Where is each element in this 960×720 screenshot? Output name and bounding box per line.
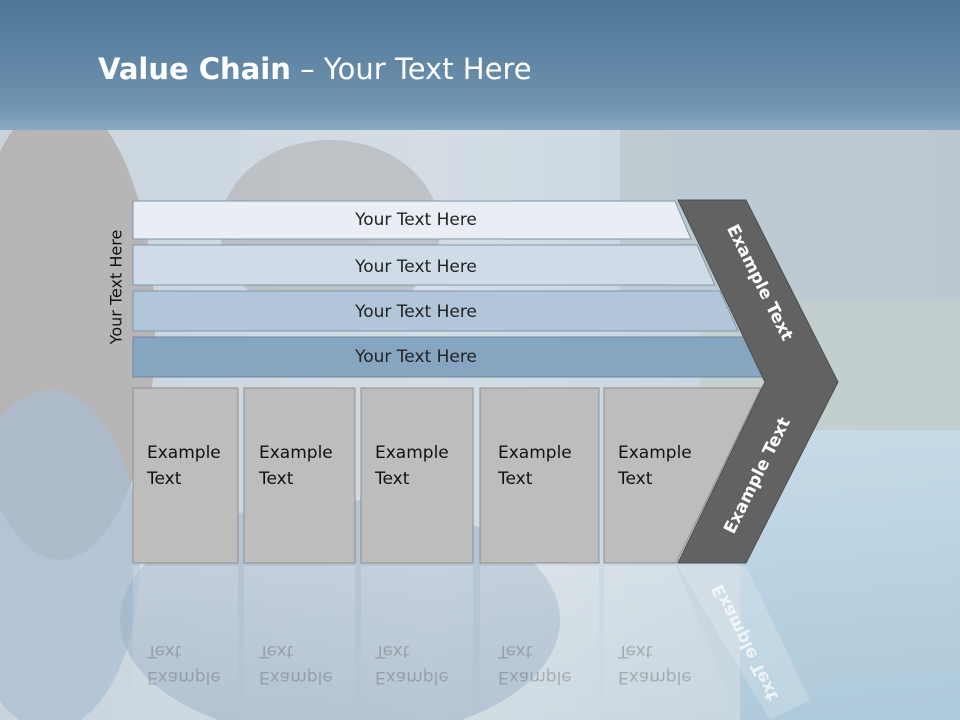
primary-box-line2: Text: [617, 469, 653, 489]
reflection-box: [480, 566, 599, 720]
support-bar-shape: [132, 200, 692, 240]
support-bar[interactable]: Your Text Here: [132, 200, 692, 240]
reflection-text: Example: [259, 667, 333, 687]
reflection-text: Text: [617, 641, 653, 661]
support-bar-label: Your Text Here: [354, 347, 477, 367]
primary-box-shape: [243, 387, 356, 564]
title-bar: [0, 0, 960, 130]
support-bar[interactable]: Your Text Here: [132, 244, 716, 286]
reflection: [133, 566, 810, 720]
reflection-chevron: [678, 566, 810, 720]
primary-box[interactable]: Example Text: [479, 387, 600, 564]
support-bar[interactable]: Your Text Here: [132, 290, 739, 332]
reflection-text: Example: [147, 667, 221, 687]
primary-box[interactable]: Example Text: [603, 387, 762, 564]
primary-box-shape: [603, 387, 762, 564]
primary-box[interactable]: Example Text: [132, 387, 239, 564]
support-bar-label: Your Text Here: [354, 302, 477, 322]
reflection-box: [133, 566, 238, 720]
reflection-text: Text: [374, 641, 410, 661]
primary-box-line2: Text: [258, 469, 294, 489]
primary-box[interactable]: Example Text: [243, 387, 356, 564]
reflection-text: Text: [497, 641, 533, 661]
title-rest: – Your Text Here: [290, 52, 532, 86]
reflection-text: Example: [375, 667, 449, 687]
primary-box-line1: Example: [618, 443, 692, 463]
reflection-text: Text: [146, 641, 182, 661]
primary-box-line2: Text: [497, 469, 533, 489]
primary-box-shape: [132, 387, 239, 564]
support-bar-shape: [132, 290, 739, 332]
reflection-text: Example: [618, 667, 692, 687]
reflection-box: [604, 566, 740, 720]
primary-box-shape: [479, 387, 600, 564]
primary-box-shape: [360, 387, 474, 564]
support-bar-label: Your Text Here: [354, 257, 477, 277]
reflection-text: Text: [258, 641, 294, 661]
reflection-box: [361, 566, 473, 720]
title-bold: Value Chain: [98, 52, 291, 86]
primary-box-line2: Text: [374, 469, 410, 489]
primary-box-line1: Example: [375, 443, 449, 463]
primary-box-line1: Example: [259, 443, 333, 463]
primary-box-line2: Text: [146, 469, 182, 489]
slide-title: Value Chain – Your Text Here: [98, 52, 532, 86]
primary-box-line1: Example: [147, 443, 221, 463]
support-bar-shape: [132, 244, 716, 286]
primary-box-line1: Example: [498, 443, 572, 463]
reflection-text: Example: [498, 667, 572, 687]
primary-box[interactable]: Example Text: [360, 387, 474, 564]
margin-chevron-shape: [677, 199, 839, 564]
support-bar-label: Your Text Here: [354, 210, 477, 230]
support-bar[interactable]: Your Text Here: [132, 336, 764, 378]
reflection-box: [244, 566, 355, 720]
